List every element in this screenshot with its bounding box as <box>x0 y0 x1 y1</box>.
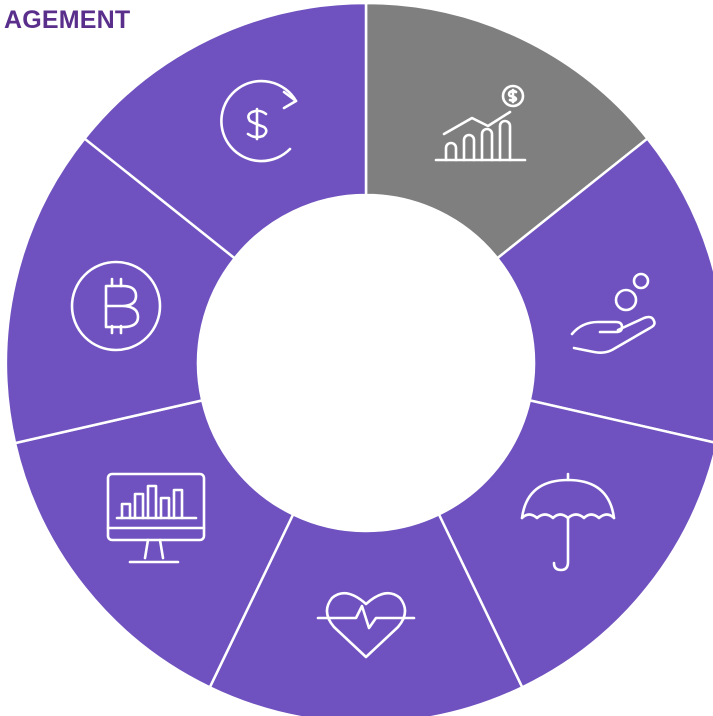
page-title: AGEMENT <box>4 6 131 34</box>
monitor-chart-icon <box>106 472 206 564</box>
growth-chart-dollar-icon <box>434 84 527 162</box>
umbrella-icon <box>520 472 616 572</box>
heartbeat-icon <box>316 591 416 659</box>
hand-coins-icon <box>570 272 656 354</box>
center-circle <box>198 195 534 531</box>
dollar-refresh-icon <box>220 79 298 163</box>
bitcoin-icon <box>70 260 162 352</box>
